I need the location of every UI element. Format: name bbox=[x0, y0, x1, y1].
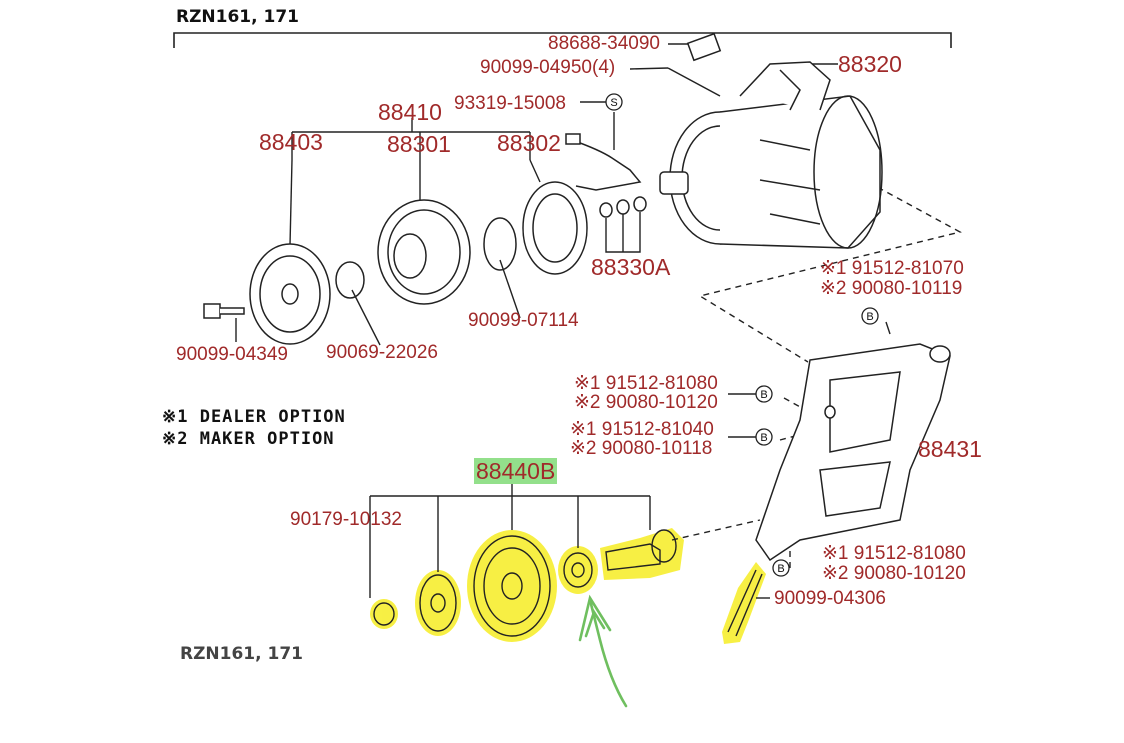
part-label-90069-22026: 90069-22026 bbox=[326, 342, 438, 363]
title-bracket bbox=[173, 32, 952, 48]
cutoff-caption: RZN161, 171 bbox=[180, 644, 303, 664]
part-label-88440B: 88440B bbox=[474, 458, 558, 484]
part-label-90099-04950: 90099-04950(4) bbox=[480, 57, 616, 78]
part-label-91512-81080-a: ※1 91512-81080 bbox=[574, 373, 718, 394]
compressor-icon bbox=[659, 61, 883, 249]
part-label-88688: 88688-34090 bbox=[548, 33, 660, 54]
part-label-90080-10119: ※2 90080-10119 bbox=[820, 278, 963, 299]
part-label-91512-81070: ※1 91512-81070 bbox=[820, 258, 964, 279]
part-label-90099-07114: 90099-07114 bbox=[468, 310, 579, 331]
idler-pulley-icon bbox=[373, 529, 763, 637]
page-title: RZN161, 171 bbox=[176, 7, 299, 27]
part-label-90179-10132: 90179-10132 bbox=[290, 509, 402, 530]
part-label-90099-04306: 90099-04306 bbox=[774, 588, 886, 609]
highlight-marks bbox=[370, 528, 766, 644]
legend-maker-option: ※2 MAKER OPTION bbox=[162, 429, 335, 449]
part-label-88431: 88431 bbox=[918, 436, 982, 462]
marker-b1: B bbox=[866, 311, 873, 323]
legend-dealer-option: ※1 DEALER OPTION bbox=[162, 407, 346, 427]
magnet-clutch-icon bbox=[203, 32, 722, 345]
part-label-88302: 88302 bbox=[497, 130, 561, 156]
annotation-arrow bbox=[578, 594, 628, 708]
part-label-90099-04349: 90099-04349 bbox=[176, 344, 288, 365]
marker-s: S bbox=[610, 97, 617, 109]
circle-markers bbox=[605, 93, 879, 577]
part-label-88403: 88403 bbox=[259, 129, 323, 155]
part-label-91512-81080-b: ※1 91512-81080 bbox=[822, 543, 966, 564]
part-label-88330A: 88330A bbox=[591, 254, 671, 280]
part-label-91512-81040: ※1 91512-81040 bbox=[570, 419, 714, 440]
part-label-88320: 88320 bbox=[838, 51, 902, 77]
highlighted-part-number: 88440B bbox=[474, 458, 558, 484]
part-label-88410: 88410 bbox=[378, 99, 442, 125]
part-label-90080-10118: ※2 90080-10118 bbox=[570, 438, 713, 459]
marker-b4: B bbox=[777, 563, 784, 575]
part-label-88301: 88301 bbox=[387, 131, 451, 157]
bracket-88431-icon bbox=[755, 343, 951, 562]
leader-lines bbox=[235, 43, 916, 599]
marker-b2: B bbox=[760, 389, 767, 401]
part-label-93319: 93319-15008 bbox=[454, 93, 566, 114]
part-label-90080-10120-b: ※2 90080-10120 bbox=[822, 563, 966, 584]
part-label-90080-10120-a: ※2 90080-10120 bbox=[574, 392, 718, 413]
marker-b3: B bbox=[760, 432, 767, 444]
